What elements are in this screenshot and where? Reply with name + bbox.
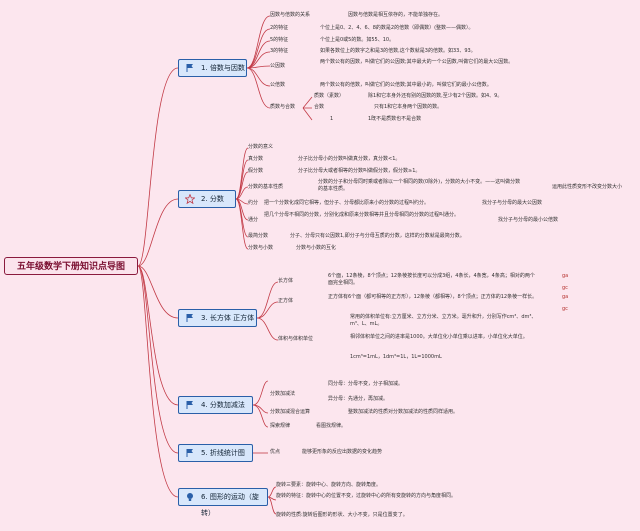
branch-1-box[interactable]: 1. 倍数与因数 [178, 59, 247, 77]
composite-label: 合数 [314, 104, 325, 110]
same-denominator-text: 同分母：分母不变，分子相加减。 [328, 381, 404, 387]
fraction-decimal-text: 分数与小数的互化 [296, 245, 337, 251]
basic-property-label: 分数的基本性质 [248, 184, 284, 190]
div2-label: 2的特征 [270, 25, 289, 31]
div5-text: 个位上是0或5的数。如55、10。 [320, 37, 395, 43]
branch-1-label: 1. 倍数与因数 [201, 64, 245, 72]
branch-3-box[interactable]: 3. 长方体 正方体 [178, 309, 257, 327]
div2-text: 个位上是0、2、4、6、8的数是2的倍数（即偶数）(整数——偶数）。 [320, 25, 474, 31]
reduce-text: 把一个分数化成同它相等，但分子、分母都比原来小的分数的过程叫约分。 [264, 200, 430, 206]
explore-pattern-text: 看图找规律。 [316, 423, 347, 429]
branch-3-label: 3. 长方体 正方体 [201, 314, 255, 322]
volume-label: 体积与体积单位 [278, 336, 314, 342]
mixed-operation-text: 整数加减法的性质对分数加减法的性质同样适用。 [348, 409, 459, 415]
line-chart-advantage-label: 优点 [270, 449, 281, 455]
cube-ga: ga [562, 294, 569, 300]
div5-label: 5的特征 [270, 37, 289, 43]
branch-5-label: 5. 折线统计图 [201, 449, 245, 457]
flag-icon [186, 449, 193, 457]
bulb-icon [187, 493, 193, 501]
prime-composite-label: 质数与合数 [270, 104, 296, 110]
reduce-label: 约分 [248, 200, 259, 206]
cube-gc: gc [562, 306, 568, 312]
branch-4-label: 4. 分数加减法 [201, 401, 245, 409]
one-text: 1既不是质数也不是合数 [368, 116, 422, 122]
root-title[interactable]: 五年级数学下册知识点导图 [4, 257, 138, 275]
cuboid-label: 长方体 [278, 278, 294, 284]
composite-text: 只有1和它本身两个因数的数。 [374, 104, 443, 110]
common-denominator-text: 把几个分母不相同的分数，分别化成和原来分数相等并且分母相同的分数的过程叫通分。 [264, 212, 460, 218]
prime-text: 除1和它本身外还有别的因数的数,至少有2个因数。如4、9。 [368, 93, 503, 99]
branch-6-label: 6. 图形的运动（旋转） [201, 493, 259, 517]
cuboid-gc: gc [562, 285, 568, 291]
gcd-label: 公因数 [270, 63, 286, 69]
factor-multiple-relation-text: 因数与倍数是相互依存的，不能单独存在。 [348, 12, 444, 18]
fraction-add-sub-label: 分数加减法 [270, 391, 296, 397]
basic-property-note: 运用此性质变形不改变分数大小 [552, 184, 623, 190]
branch-2-label: 2. 分数 [201, 195, 224, 203]
line-chart-advantage-text: 能够更形象的反应出数据的变化趋势 [302, 449, 383, 455]
improper-fraction-text: 分子比分母大或者相等的分数叫做假分数，假分数≥1。 [298, 168, 421, 174]
branch-5-box[interactable]: 5. 折线统计图 [178, 444, 253, 462]
flag-icon [186, 64, 193, 72]
cube-text: 正方体有6个面（都可相等的正方形），12条棱（都相等），8个顶点；正方体的12条… [328, 294, 538, 300]
cuboid-text: 6个面，12条棱，8个顶点；12条棱按长度可以分成3组，4条长，4条宽，4条高；… [328, 273, 535, 286]
rotation-properties-text: 旋转的性质:旋转后图形的形状、大小不变，只是位置变了。 [276, 512, 408, 518]
cuboid-ga: ga [562, 273, 569, 279]
fraction-decimal-label: 分数与小数 [248, 245, 274, 251]
volume-units-text: 常用的体积单位有:立方厘米、立方分米、立方米。毫升和升，分别写作cm³、dm³、… [350, 314, 537, 327]
cube-label: 正方体 [278, 298, 294, 304]
prime-label: 质数（素数） [314, 93, 345, 99]
branch-2-box[interactable]: 2. 分数 [178, 190, 236, 208]
one-label: 1 [330, 116, 334, 122]
branch-4-box[interactable]: 4. 分数加减法 [178, 396, 253, 414]
rotation-elements-text: 旋转三要素：旋转中心、旋转方向、旋转角度。 [276, 482, 382, 488]
factor-multiple-relation-label: 因数与倍数的关系 [270, 12, 311, 18]
div3-text: 如果各数位上的数字之和是3的倍数,这个数就是3的倍数。如33、93。 [320, 48, 476, 54]
volume-rate-text: 相邻体积单位之间的进率是1000。大单位化小单位乘以进率，小单位化大单位。 [350, 334, 528, 340]
simplest-fraction-text: 分子、分母只有公因数1,即分子与分母互质的分数，这样的分数就是最简分数。 [290, 233, 465, 239]
branch-6-box[interactable]: 6. 图形的运动（旋转） [178, 488, 268, 517]
star-icon [185, 194, 195, 204]
mixed-operation-label: 分数加减混合运算 [270, 409, 311, 415]
div3-label: 3的特征 [270, 48, 289, 54]
fraction-meaning: 分数的意义 [248, 144, 274, 150]
rotation-features-text: 旋转的特征：旋转中心的位置不变，过旋转中心的所有变旋转的方向与角度相同。 [276, 493, 457, 499]
common-denominator-note: 找分子与分母的最小公倍数 [498, 217, 559, 223]
explore-pattern-label: 探索规律 [270, 423, 291, 429]
gcd-text: 两个数公有的因数，叫做它们的公因数;其中最大的一个公因数,叫做它们的最大公因数。 [320, 59, 514, 65]
common-denominator-label: 通分 [248, 217, 259, 223]
flag-icon [186, 314, 193, 322]
lcm-label: 公倍数 [270, 82, 286, 88]
proper-fraction-label: 真分数 [248, 156, 264, 162]
different-denominator-text: 异分母：先通分，再加减。 [328, 396, 389, 402]
proper-fraction-text: 分子比分母小的分数叫做真分数，真分数<1。 [298, 156, 401, 162]
simplest-fraction-label: 最简分数 [248, 233, 269, 239]
volume-conversion-text: 1cm³=1mL，1dm³=1L，1L=1000mL [350, 354, 442, 360]
basic-property-text: 分数的分子和分母同时乘或者除以一个相同的数(0除外)，分数的大小不变。——这叫做… [318, 179, 521, 192]
improper-fraction-label: 假分数 [248, 168, 264, 174]
reduce-note: 找分子与分母的最大公因数 [482, 200, 543, 206]
flag-icon [186, 401, 193, 409]
lcm-text: 两个数公有的倍数，叫做它们的公倍数;其中最小的，叫做它们的最小公倍数。 [320, 82, 492, 88]
